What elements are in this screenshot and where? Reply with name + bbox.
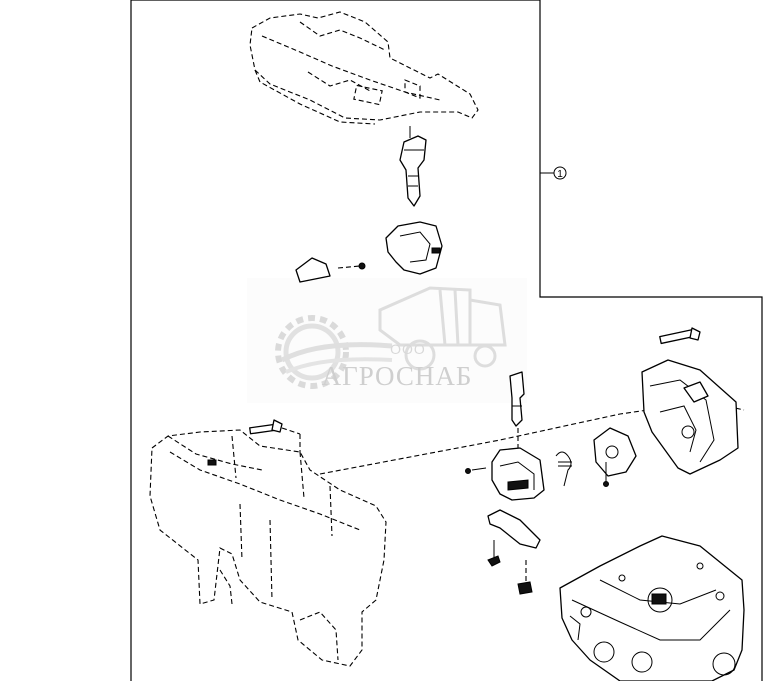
bolt-part	[659, 327, 701, 345]
left-bolt-part	[249, 419, 301, 435]
fastener-part	[487, 540, 533, 595]
callout-1: 1	[540, 166, 567, 180]
left-console-part	[149, 429, 387, 667]
middle-bracket-part	[465, 447, 545, 501]
callout-number: 1	[557, 169, 563, 180]
lever-part	[399, 126, 427, 207]
right-housing-part	[641, 359, 739, 475]
upper-cover-part	[249, 11, 479, 125]
watermark-subtitle: ООО	[390, 341, 426, 357]
upper-bracket-part	[295, 221, 443, 283]
watermark-brand: АГРОСНАБ	[322, 361, 473, 391]
combine-harvester-icon	[378, 286, 507, 371]
agrosnab-watermark: ООО АГРОСНАБ	[247, 278, 527, 403]
main-casting-part	[559, 535, 745, 681]
assembly-guide-line-short	[299, 428, 519, 474]
cam-disc-part	[593, 427, 637, 487]
assembly-frame-outline	[130, 0, 763, 681]
lower-bar-part	[487, 509, 541, 549]
small-lever-part	[509, 371, 525, 427]
spring-part	[555, 451, 572, 487]
gear-logo-icon	[275, 315, 393, 389]
